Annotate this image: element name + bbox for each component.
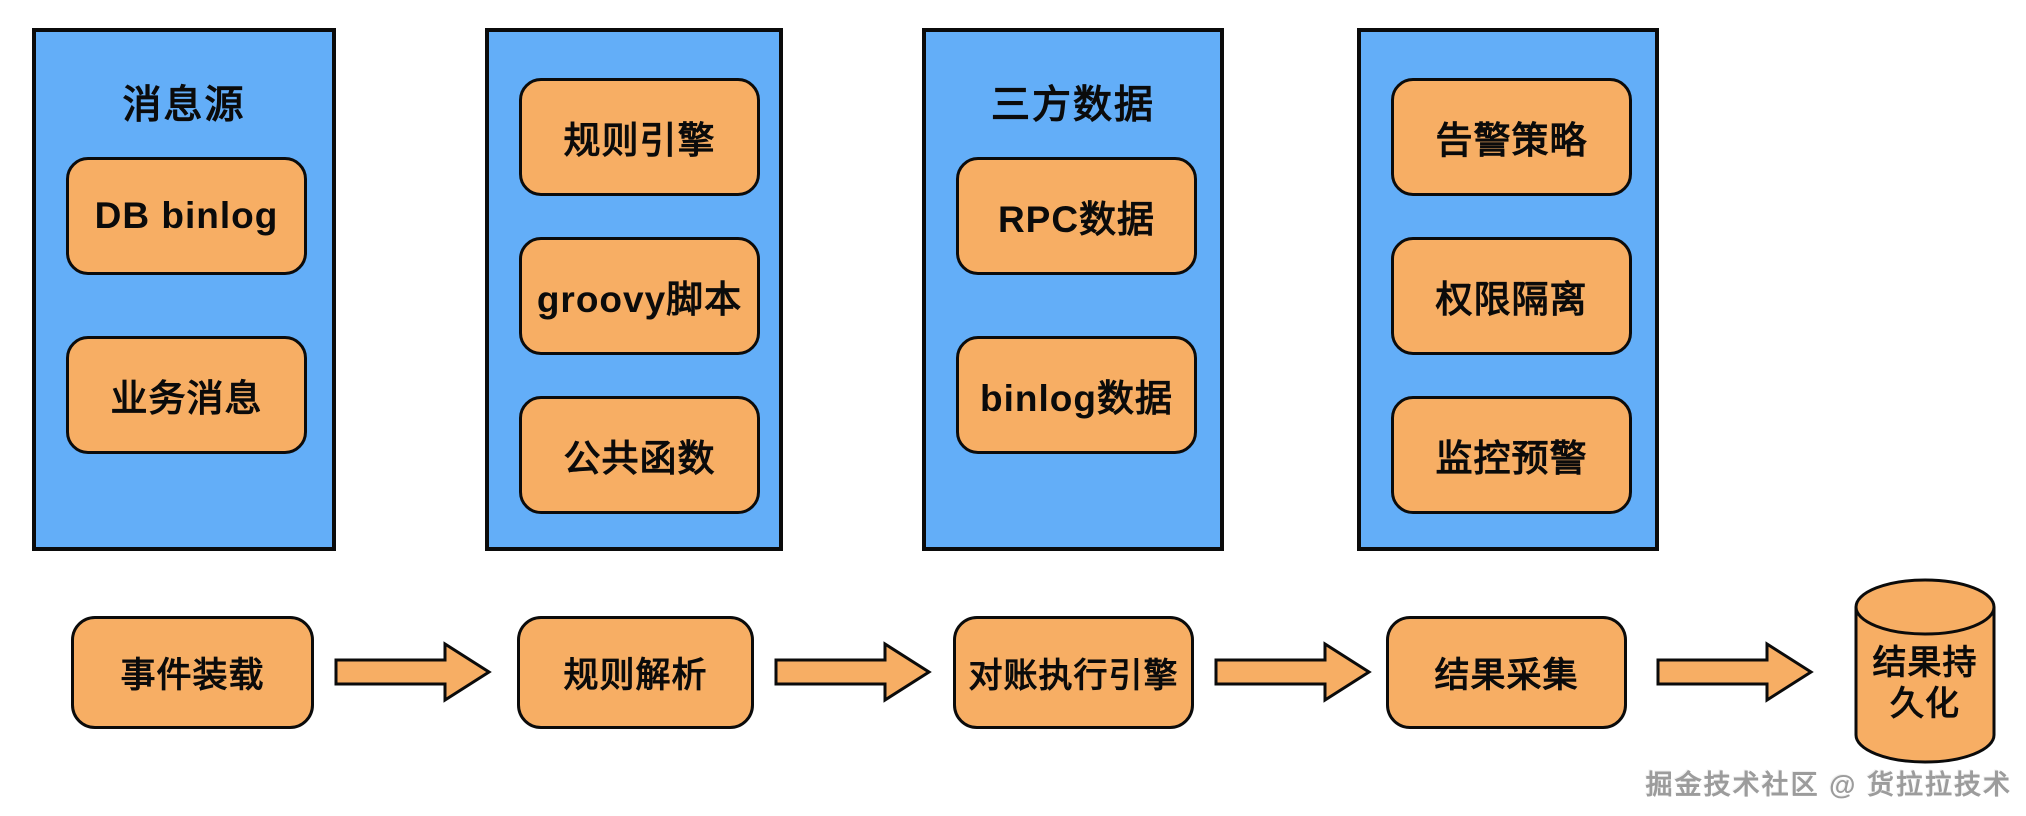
node-permission-isolation-label: 权限隔离	[1435, 279, 1588, 320]
arrow-right-icon	[1656, 641, 1814, 703]
node-rule-engine: 规则引擎	[519, 78, 760, 196]
flow-step-event-loading-label: 事件装载	[120, 656, 265, 695]
node-alert-strategy: 告警策略	[1391, 78, 1632, 196]
node-binlog-data-label: binlog数据	[980, 378, 1173, 419]
node-monitor-warning-label: 监控预警	[1435, 438, 1588, 479]
node-common-function: 公共函数	[519, 396, 760, 514]
node-binlog-data: binlog数据	[956, 336, 1197, 454]
node-db-binlog-label: DB binlog	[94, 195, 279, 236]
flow-step-result-collection-label: 结果采集	[1434, 656, 1579, 695]
panel-rule-module: 规则引擎 groovy脚本 公共函数	[485, 28, 783, 551]
node-db-binlog: DB binlog	[66, 157, 307, 275]
node-business-message-label: 业务消息	[110, 378, 263, 419]
database-cylinder-icon	[1854, 578, 1996, 764]
database-result-persistence: 结果持久化	[1853, 577, 1997, 765]
node-groovy-script: groovy脚本	[519, 237, 760, 355]
node-groovy-script-label: groovy脚本	[536, 279, 743, 320]
arrow-right-icon	[774, 641, 932, 703]
arrow-right-icon	[334, 641, 492, 703]
node-rule-engine-label: 规则引擎	[563, 120, 716, 161]
node-business-message: 业务消息	[66, 336, 307, 454]
panel-third-party-data: 三方数据 RPC数据 binlog数据	[922, 28, 1224, 551]
panel-third-party-data-title: 三方数据	[990, 84, 1155, 127]
flow-step-event-loading: 事件装载	[71, 616, 314, 729]
flow-step-reconciliation-engine: 对账执行引擎	[953, 616, 1194, 729]
panel-ops-module: 告警策略 权限隔离 监控预警	[1357, 28, 1659, 551]
node-rpc-data-label: RPC数据	[997, 199, 1156, 240]
node-common-function-label: 公共函数	[563, 438, 716, 479]
watermark-text: 掘金技术社区 @ 货拉拉技术	[1645, 770, 2012, 800]
flow-step-result-collection: 结果采集	[1386, 616, 1627, 729]
flow-step-rule-parsing: 规则解析	[517, 616, 754, 729]
node-monitor-warning: 监控预警	[1391, 396, 1632, 514]
flow-step-rule-parsing-label: 规则解析	[563, 656, 708, 695]
node-alert-strategy-label: 告警策略	[1435, 120, 1588, 161]
panel-message-source: 消息源 DB binlog 业务消息	[32, 28, 336, 551]
node-rpc-data: RPC数据	[956, 157, 1197, 275]
flow-step-reconciliation-engine-label: 对账执行引擎	[968, 657, 1179, 695]
node-permission-isolation: 权限隔离	[1391, 237, 1632, 355]
database-result-persistence-label: 结果持久化	[1872, 644, 1978, 723]
panel-message-source-title: 消息源	[122, 84, 246, 127]
arrow-right-icon	[1214, 641, 1372, 703]
